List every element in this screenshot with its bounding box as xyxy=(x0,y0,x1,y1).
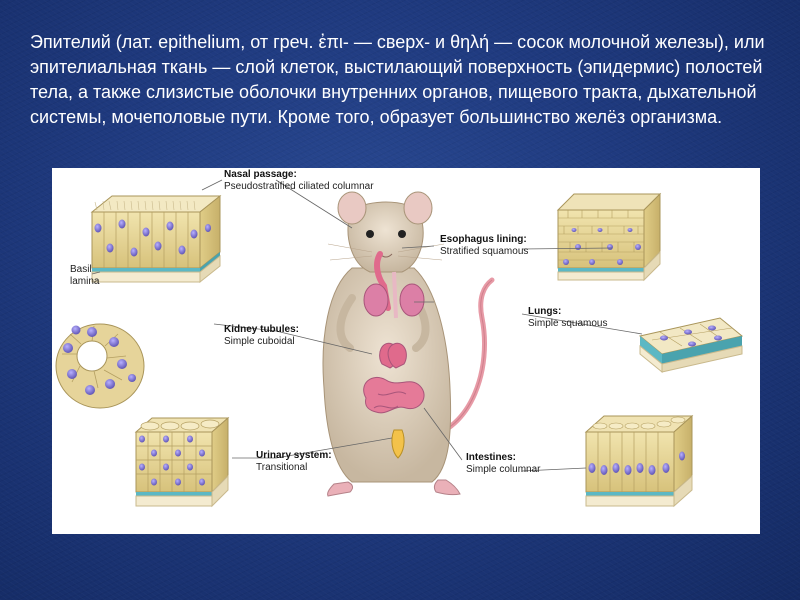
basil-lamina-label-1: Basil xyxy=(70,264,92,275)
nasal-passage-type: Pseudostratified ciliated columnar xyxy=(224,181,374,192)
epithelium-diagram: Nasal passage: Pseudostratified ciliated… xyxy=(55,169,744,508)
lungs-tissue-block xyxy=(638,317,744,374)
urinary-system-label: Urinary system: xyxy=(256,450,332,461)
nasal-passage-label: Nasal passage: xyxy=(224,169,297,180)
lungs-label: Lungs: xyxy=(528,306,561,317)
intestines-type: Simple columnar xyxy=(466,464,541,475)
rat-illustration xyxy=(322,191,495,497)
lungs-type: Simple squamous xyxy=(528,318,607,329)
esophagus-tissue-block xyxy=(556,192,662,282)
esophagus-lining-label: Esophagus lining: xyxy=(440,234,527,245)
intestines-label: Intestines: xyxy=(466,452,516,463)
urinary-tissue-block xyxy=(134,416,230,508)
urinary-system-type: Transitional xyxy=(256,462,307,473)
esophagus-lining-type: Stratified squamous xyxy=(440,246,528,257)
nasal-tissue-block xyxy=(90,194,222,284)
intro-paragraph: Эпителий (лат. epithelium, от греч. ἐπι-… xyxy=(30,32,765,127)
kidney-tubules-label: Kidney tubules: xyxy=(224,324,299,335)
leader-lines xyxy=(91,179,643,472)
intestines-tissue-block xyxy=(584,414,694,508)
diagram-panel: Nasal passage: Pseudostratified ciliated… xyxy=(52,168,760,534)
basil-lamina-label-2: lamina xyxy=(70,276,100,287)
kidney-tubules-type: Simple cuboidal xyxy=(224,336,295,347)
kidney-tissue-ring xyxy=(55,323,145,409)
